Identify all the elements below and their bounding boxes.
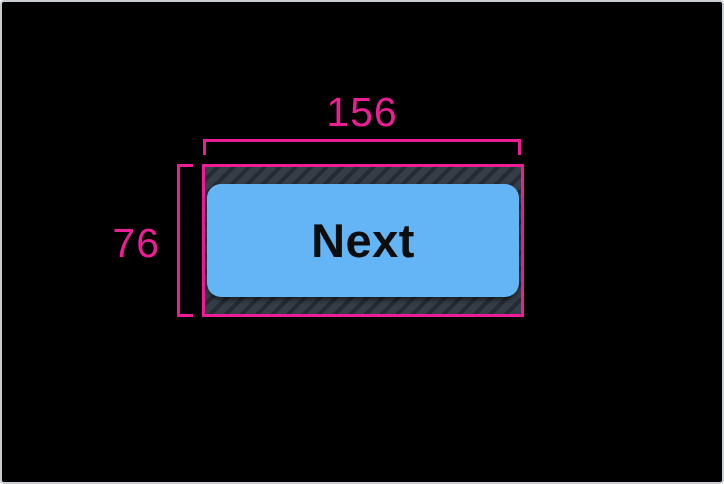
height-dimension-line [177, 164, 193, 317]
width-dimension-label: 156 [326, 89, 398, 135]
next-button[interactable]: Next [207, 184, 519, 297]
next-button-label: Next [311, 214, 415, 267]
height-dimension-label: 76 [112, 220, 160, 266]
width-dimension-line [203, 139, 521, 155]
padding-hatch-region: Next [202, 164, 524, 317]
